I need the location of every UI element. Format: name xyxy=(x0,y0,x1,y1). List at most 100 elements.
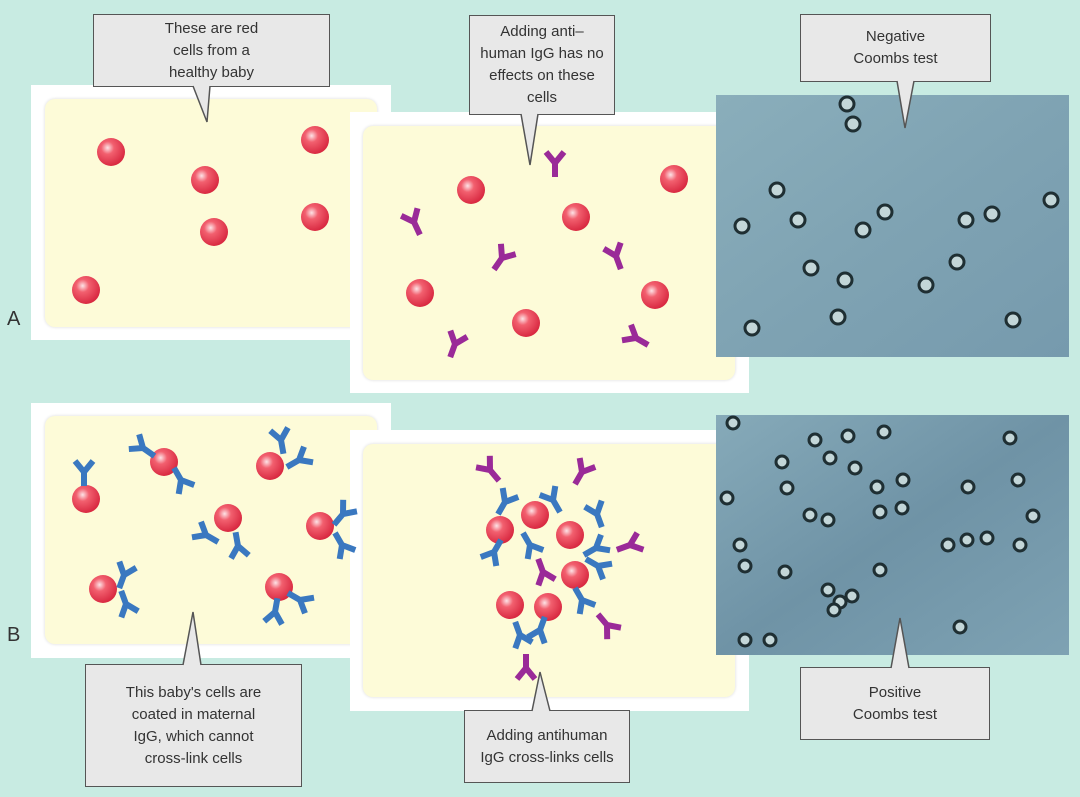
antihuman-igg-antibody xyxy=(595,612,622,640)
red-cell xyxy=(97,138,125,166)
micrograph-cell xyxy=(844,588,860,604)
micrograph-cell xyxy=(1010,472,1026,488)
red-cell xyxy=(301,126,329,154)
antihuman-igg-antibody xyxy=(447,329,469,359)
micrograph-cell xyxy=(1042,191,1060,209)
micrograph-cell xyxy=(1002,430,1018,446)
micrograph-cell xyxy=(959,532,975,548)
micrograph-cell xyxy=(822,450,838,466)
red-cell xyxy=(89,575,117,603)
row-label-a: A xyxy=(7,308,21,330)
red-cell xyxy=(301,203,329,231)
callout-healthy-cells: These are red cells from a healthy baby xyxy=(93,14,330,87)
red-cell xyxy=(200,218,228,246)
red-cell xyxy=(72,276,100,304)
maternal-igg-antibody xyxy=(228,531,251,560)
red-cell xyxy=(406,279,434,307)
micrograph-cell xyxy=(779,480,795,496)
red-cell xyxy=(562,203,590,231)
micrograph-cell xyxy=(820,582,836,598)
micrograph-cell xyxy=(836,271,854,289)
micrograph-cell xyxy=(762,632,778,648)
micrograph-cell xyxy=(876,203,894,221)
red-cell xyxy=(556,521,584,549)
maternal-igg-antibody xyxy=(116,560,138,590)
micrograph-cell xyxy=(917,276,935,294)
micrograph-cell xyxy=(774,454,790,470)
maternal-igg-antibody xyxy=(286,590,315,615)
micrograph-cell xyxy=(826,602,842,618)
maternal-igg-antibody xyxy=(526,615,548,645)
micrograph-cell xyxy=(895,472,911,488)
micrograph-cell xyxy=(768,181,786,199)
red-cell xyxy=(265,573,293,601)
antihuman-igg-antibody xyxy=(602,241,624,271)
micrograph-cell xyxy=(725,415,741,431)
red-cell xyxy=(72,485,100,513)
red-cell xyxy=(521,501,549,529)
micrograph-cell xyxy=(854,221,872,239)
micrograph-cell xyxy=(733,217,751,235)
red-cell xyxy=(191,166,219,194)
micrograph-cell xyxy=(838,95,856,113)
micrograph-cell xyxy=(737,632,753,648)
micrograph-cell xyxy=(983,205,1001,223)
antihuman-igg-antibody xyxy=(572,457,597,486)
micrograph-positive-coombs xyxy=(716,415,1069,655)
micrograph-cell xyxy=(957,211,975,229)
maternal-igg-antibody xyxy=(538,485,563,514)
maternal-igg-antibody xyxy=(118,589,140,619)
red-cell xyxy=(150,448,178,476)
maternal-igg-antibody xyxy=(520,531,545,560)
maternal-igg-antibody xyxy=(191,520,220,545)
callout-coated-maternal-igg: This baby's cells are coated in maternal… xyxy=(85,664,302,787)
antihuman-igg-antibody xyxy=(514,654,538,681)
red-cell xyxy=(214,504,242,532)
micrograph-cell xyxy=(872,562,888,578)
micrograph-cell xyxy=(802,507,818,523)
red-cell xyxy=(486,516,514,544)
micrograph-cell xyxy=(960,479,976,495)
maternal-igg-antibody xyxy=(479,538,504,567)
red-cell xyxy=(457,176,485,204)
maternal-igg-antibody xyxy=(72,459,96,486)
micrograph-cell xyxy=(829,308,847,326)
antihuman-igg-antibody xyxy=(543,150,567,177)
micrograph-cell xyxy=(940,537,956,553)
red-cell xyxy=(306,512,334,540)
micrograph-cell xyxy=(872,504,888,520)
micrograph-cell xyxy=(820,512,836,528)
micrograph-cell xyxy=(777,564,793,580)
antihuman-igg-antibody xyxy=(621,323,650,348)
maternal-igg-antibody xyxy=(583,499,605,529)
micrograph-cell xyxy=(1012,537,1028,553)
red-cell xyxy=(534,593,562,621)
callout-crosslinks: Adding antihuman IgG cross-links cells xyxy=(464,710,630,783)
callout-positive-coombs: Positive Coombs test xyxy=(800,667,990,740)
micrograph-cell xyxy=(876,424,892,440)
antihuman-igg-antibody xyxy=(475,455,502,483)
micrograph-cell xyxy=(948,253,966,271)
micrograph-cell xyxy=(869,479,885,495)
micrograph-cell xyxy=(743,319,761,337)
micrograph-cell xyxy=(979,530,995,546)
red-cell xyxy=(660,165,688,193)
micrograph-cell xyxy=(719,490,735,506)
antihuman-igg-antibody xyxy=(399,207,423,236)
red-cell xyxy=(561,561,589,589)
micrograph-cell xyxy=(737,558,753,574)
red-cell xyxy=(256,452,284,480)
maternal-igg-antibody xyxy=(332,531,357,560)
maternal-igg-antibody xyxy=(495,487,520,516)
antihuman-igg-antibody xyxy=(615,531,645,553)
maternal-igg-antibody xyxy=(262,597,285,626)
antihuman-igg-antibody xyxy=(491,243,517,272)
red-cell xyxy=(496,591,524,619)
maternal-igg-antibody xyxy=(331,499,358,527)
callout-negative-coombs: Negative Coombs test xyxy=(800,14,991,82)
micrograph-cell xyxy=(802,259,820,277)
maternal-igg-antibody xyxy=(572,586,597,615)
maternal-igg-antibody xyxy=(285,445,314,470)
maternal-igg-antibody xyxy=(128,433,157,459)
maternal-igg-antibody xyxy=(512,620,534,650)
